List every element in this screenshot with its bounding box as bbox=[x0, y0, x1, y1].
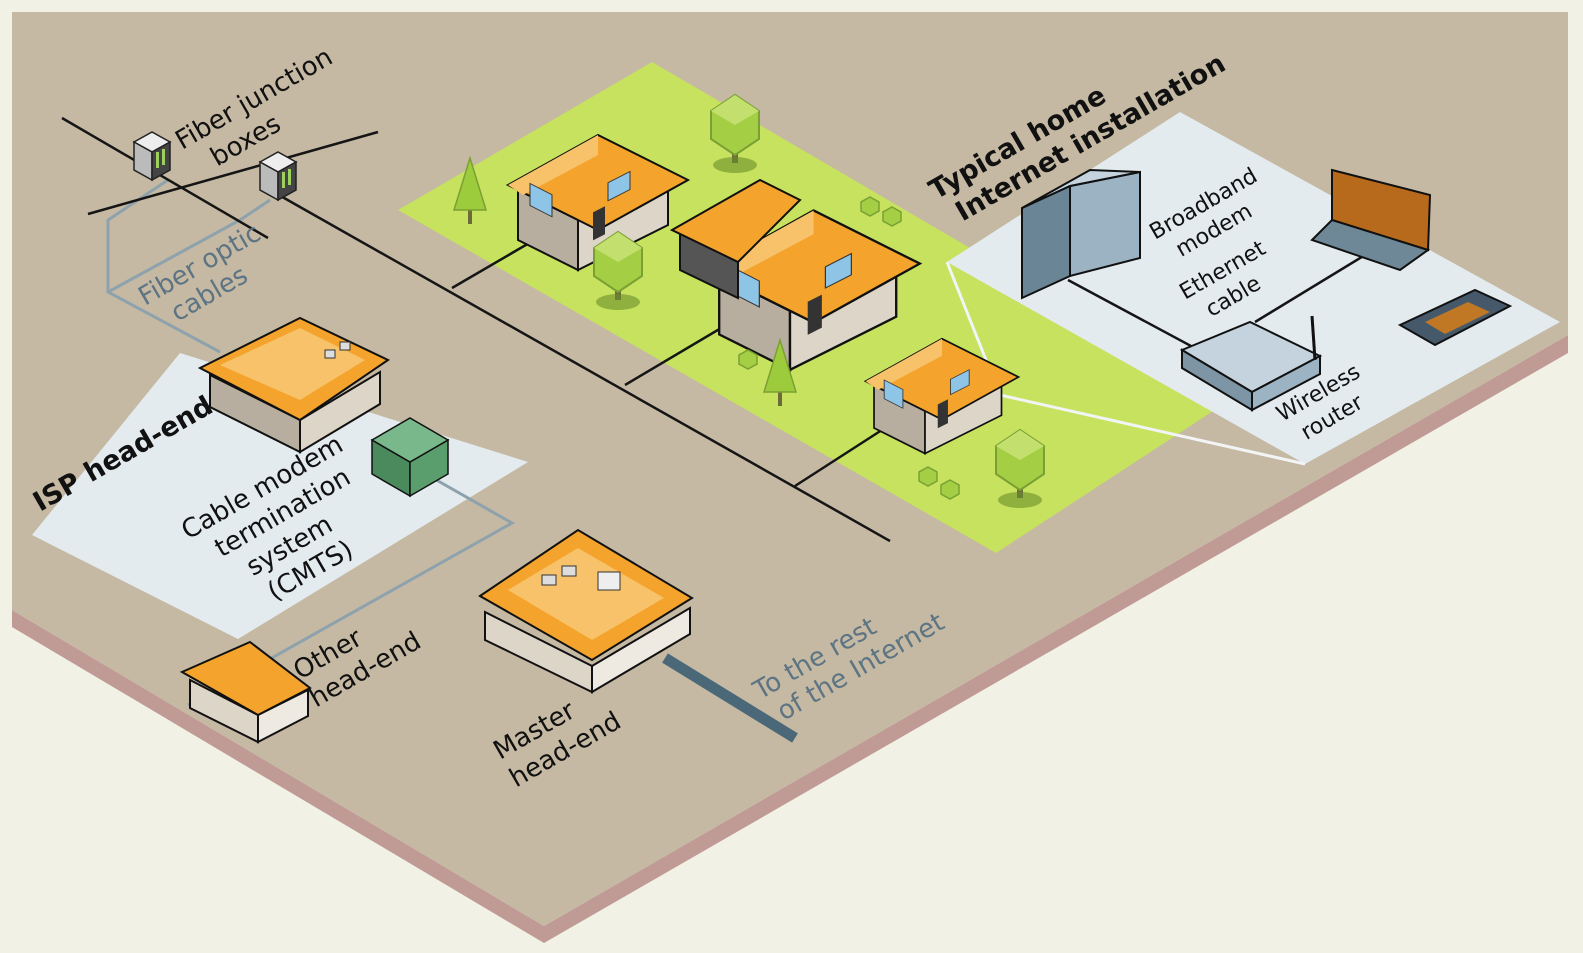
master-head-end-building bbox=[478, 528, 694, 694]
isp-head-end-building bbox=[197, 316, 391, 454]
house bbox=[864, 337, 1020, 455]
other-head-end-building bbox=[179, 640, 312, 744]
tree bbox=[710, 94, 760, 174]
cmts-cabinet bbox=[370, 417, 450, 498]
fiber-junction-box bbox=[133, 131, 171, 181]
tree bbox=[995, 429, 1045, 509]
laptop bbox=[1310, 168, 1432, 272]
broadband-modem bbox=[1021, 168, 1141, 300]
smartphone bbox=[1397, 288, 1513, 347]
garage bbox=[669, 178, 802, 300]
fiber-junction-box bbox=[259, 151, 297, 201]
tree bbox=[593, 231, 643, 311]
house bbox=[507, 134, 689, 271]
wireless-router bbox=[1179, 315, 1323, 412]
backbone-cable bbox=[662, 653, 798, 743]
